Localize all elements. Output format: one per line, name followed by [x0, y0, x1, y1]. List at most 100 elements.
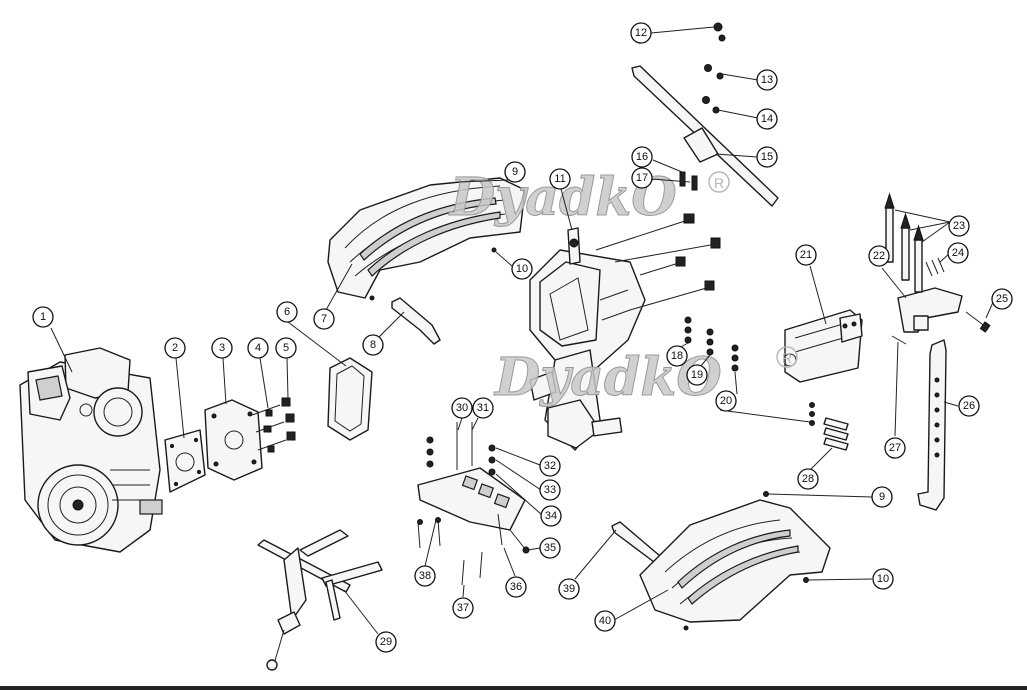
callout-10-bottom: 10 [872, 568, 894, 590]
wheel-stand-part [257, 529, 383, 671]
callout-12: 12 [630, 22, 652, 44]
svg-text:17: 17 [636, 172, 648, 184]
right-bracket-strip-part [611, 521, 661, 563]
callout-38: 38 [414, 565, 436, 587]
svg-text:24: 24 [952, 247, 964, 259]
bottom-rule [0, 686, 1027, 690]
watermark-top: DyadkO [448, 167, 677, 228]
callout-20: 20 [715, 390, 737, 412]
callout-3: 3 [211, 337, 233, 359]
svg-text:12: 12 [635, 27, 647, 39]
callout-26: 26 [958, 395, 980, 417]
washers-part [488, 444, 496, 476]
svg-text:19: 19 [691, 369, 703, 381]
svg-text:37: 37 [457, 602, 469, 614]
callout-16: 16 [631, 146, 653, 168]
callout-31: 31 [472, 397, 494, 419]
registered-mark-top: R [714, 175, 724, 191]
svg-text:36: 36 [510, 581, 522, 593]
plate-bolts-part [417, 513, 530, 586]
callout-11: 11 [549, 168, 571, 190]
callout-10-top: 10 [511, 258, 533, 280]
svg-text:7: 7 [321, 313, 327, 325]
left-fender-part [327, 177, 526, 301]
callout-39: 39 [558, 578, 580, 600]
lock-pin-part [891, 335, 907, 345]
svg-text:3: 3 [219, 342, 225, 354]
callout-27: 27 [884, 437, 906, 459]
callout-14: 14 [756, 108, 778, 130]
gearbox-bolts-part [595, 213, 721, 311]
callout-34: 34 [540, 505, 562, 527]
registered-circle-top [708, 171, 730, 193]
rod-part [719, 402, 815, 426]
registered-mark-center: R [782, 350, 792, 366]
svg-text:18: 18 [671, 350, 683, 362]
leader-lines [50, 26, 995, 635]
svg-text:9: 9 [512, 166, 518, 178]
callout-28: 28 [797, 468, 819, 490]
svg-text:4: 4 [255, 342, 261, 354]
gasket-part [164, 429, 206, 493]
callout-9-top: 9 [504, 161, 526, 183]
callout-29: 29 [375, 631, 397, 653]
registered-circle-center [776, 346, 798, 368]
svg-text:38: 38 [419, 570, 431, 582]
callout-24: 24 [947, 242, 969, 264]
callout-8: 8 [362, 334, 384, 356]
mounting-plate-part [417, 467, 526, 531]
callout-40: 40 [594, 610, 616, 632]
callout-4: 4 [247, 337, 269, 359]
callout-15: 15 [756, 146, 778, 168]
svg-text:13: 13 [761, 74, 773, 86]
callout-5: 5 [275, 337, 297, 359]
svg-text:6: 6 [284, 306, 290, 318]
spring-pins-part [925, 257, 945, 277]
svg-text:32: 32 [544, 460, 556, 472]
svg-text:15: 15 [761, 151, 773, 163]
flange-plate-part [204, 399, 263, 481]
bracket-strip-part [391, 297, 441, 345]
svg-text:25: 25 [996, 293, 1008, 305]
svg-text:10: 10 [877, 573, 889, 585]
svg-text:20: 20 [720, 395, 732, 407]
callout-17: 17 [631, 167, 653, 189]
bolts-part [251, 397, 296, 453]
depth-stake-part [917, 339, 947, 511]
cover-gasket-part [327, 357, 373, 441]
svg-text:16: 16 [636, 151, 648, 163]
fastener-dots [491, 247, 809, 583]
watermark: DyadkO DyadkO R R [448, 167, 798, 409]
gearbox-part [529, 227, 646, 451]
callout-35: 35 [539, 537, 561, 559]
svg-text:40: 40 [599, 615, 611, 627]
svg-text:9: 9 [879, 491, 885, 503]
svg-text:23: 23 [953, 220, 965, 232]
svg-text:29: 29 [380, 636, 392, 648]
nuts-part [702, 22, 726, 114]
callout-9-bottom: 9 [871, 486, 893, 508]
svg-text:27: 27 [889, 442, 901, 454]
callout-group: 1 2 3 4 5 6 7 8 9 9 10 10 11 12 13 14 15… [32, 22, 1013, 653]
callout-1: 1 [32, 306, 54, 328]
svg-text:33: 33 [544, 484, 556, 496]
svg-text:34: 34 [545, 510, 557, 522]
hitch-bolt-part [965, 311, 991, 333]
svg-text:10: 10 [516, 263, 528, 275]
right-fender-part [639, 499, 831, 631]
small-bolts-part [679, 171, 698, 191]
svg-text:28: 28 [802, 473, 814, 485]
svg-text:11: 11 [554, 173, 565, 185]
svg-text:39: 39 [563, 583, 575, 595]
callout-19: 19 [686, 364, 708, 386]
callout-6: 6 [276, 301, 298, 323]
callout-37: 37 [452, 597, 474, 619]
pins-part [426, 422, 473, 470]
svg-text:14: 14 [761, 113, 773, 125]
callout-32: 32 [539, 455, 561, 477]
handle-bar-part [631, 65, 779, 207]
svg-text:21: 21 [800, 249, 812, 261]
callout-18: 18 [666, 345, 688, 367]
svg-text:22: 22 [873, 250, 885, 262]
